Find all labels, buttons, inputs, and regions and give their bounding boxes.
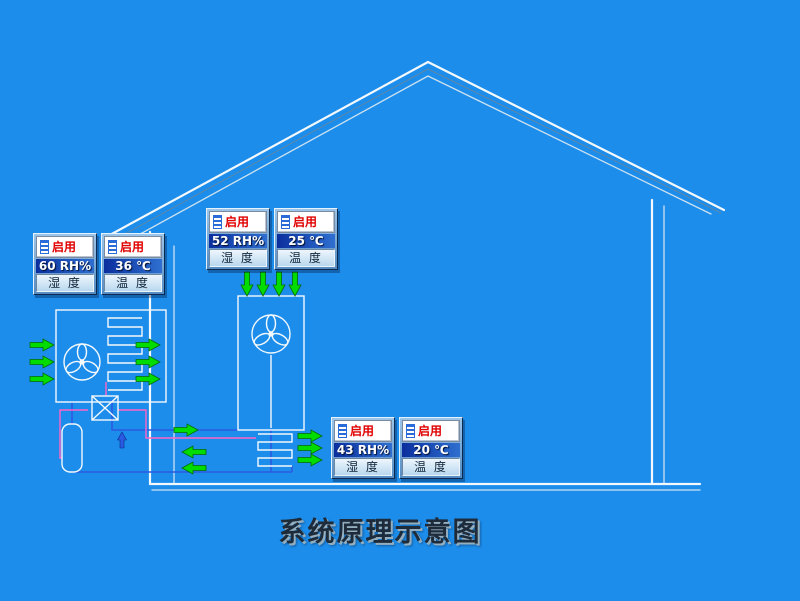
enable-button[interactable]: 启用 <box>104 236 162 258</box>
temperature-panel-3: 启用 20 ℃ 温 度 <box>399 417 463 479</box>
pipe-blue <box>111 400 238 431</box>
enable-button[interactable]: 启用 <box>36 236 94 258</box>
enable-label: 启用 <box>120 240 145 254</box>
enable-label: 启用 <box>418 424 443 438</box>
roof-outer-line <box>106 60 726 238</box>
airflow-arrow-down <box>240 271 254 297</box>
airflow-arrow-right <box>29 355 55 369</box>
compressor-icon <box>91 395 119 421</box>
temperature-value: 25 ℃ <box>277 234 335 248</box>
temperature-panel-2: 启用 25 ℃ 温 度 <box>274 208 338 270</box>
airflow-arrows <box>29 271 323 475</box>
enable-indicator-icon <box>281 215 290 229</box>
airflow-arrow-down <box>272 271 286 297</box>
enable-button[interactable]: 启用 <box>402 420 460 442</box>
humidity-value: 52 RH% <box>209 234 267 248</box>
airflow-arrow-right <box>297 441 323 455</box>
humidity-panel-1: 启用 60 RH% 湿 度 <box>33 233 97 295</box>
evaporator-coil-icon <box>107 317 143 391</box>
enable-label: 启用 <box>350 424 375 438</box>
enable-indicator-icon <box>406 424 415 438</box>
enable-indicator-icon <box>213 215 222 229</box>
panel-label: 温 度 <box>277 249 335 267</box>
panel-label: 温 度 <box>402 458 460 476</box>
fan-icon <box>251 314 291 354</box>
roof-inner-line <box>121 75 712 245</box>
receiver-tank-icon <box>61 423 83 473</box>
air-handler-unit <box>237 295 305 431</box>
enable-label: 启用 <box>52 240 77 254</box>
flow-arrow-up <box>117 431 127 449</box>
airflow-arrow-down <box>288 271 302 297</box>
airflow-arrow-right <box>297 453 323 467</box>
air-handler-body <box>237 295 305 431</box>
airflow-arrow-left <box>181 445 207 459</box>
enable-indicator-icon <box>338 424 347 438</box>
humidity-panel-2: 启用 52 RH% 湿 度 <box>206 208 270 270</box>
sensor-group-left: 启用 60 RH% 湿 度 启用 36 ℃ 温 度 <box>33 233 165 295</box>
enable-indicator-icon <box>108 240 117 254</box>
humidity-value: 43 RH% <box>334 443 392 457</box>
airflow-arrow-right <box>29 338 55 352</box>
pipe-pink <box>59 409 88 459</box>
fan-icon <box>63 343 101 381</box>
roof-shadow-line <box>111 68 722 242</box>
page-title: 系统原理示意图 <box>278 517 482 548</box>
airflow-arrow-right <box>135 372 161 386</box>
temperature-value: 36 ℃ <box>104 259 162 273</box>
humidity-panel-3: 启用 43 RH% 湿 度 <box>331 417 395 479</box>
airflow-arrow-right <box>135 338 161 352</box>
airflow-arrow-right <box>135 355 161 369</box>
panel-label: 湿 度 <box>209 249 267 267</box>
airflow-arrow-right <box>297 429 323 443</box>
enable-label: 启用 <box>293 215 318 229</box>
sensor-group-middle: 启用 52 RH% 湿 度 启用 25 ℃ 温 度 <box>206 208 338 270</box>
panel-label: 湿 度 <box>334 458 392 476</box>
heating-coil-icon <box>257 433 293 467</box>
pipe-pink <box>118 409 256 439</box>
enable-indicator-icon <box>40 240 49 254</box>
house-outline <box>106 60 726 491</box>
enable-button[interactable]: 启用 <box>277 211 335 233</box>
humidity-value: 60 RH% <box>36 259 94 273</box>
enable-button[interactable]: 启用 <box>209 211 267 233</box>
temperature-panel-1: 启用 36 ℃ 温 度 <box>101 233 165 295</box>
panel-label: 湿 度 <box>36 274 94 292</box>
airflow-arrow-right <box>173 423 199 437</box>
airflow-arrow-down <box>256 271 270 297</box>
airflow-arrow-right <box>29 372 55 386</box>
temperature-value: 20 ℃ <box>402 443 460 457</box>
enable-label: 启用 <box>225 215 250 229</box>
panel-label: 温 度 <box>104 274 162 292</box>
enable-button[interactable]: 启用 <box>334 420 392 442</box>
sensor-group-lower: 启用 43 RH% 湿 度 启用 20 ℃ 温 度 <box>331 417 463 479</box>
